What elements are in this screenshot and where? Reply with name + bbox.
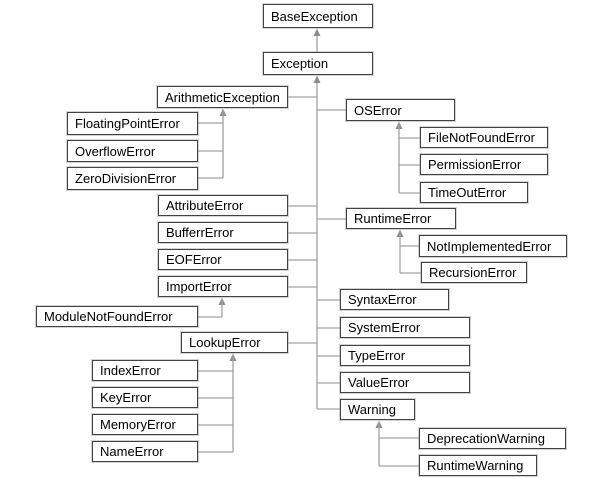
node-file-not-found-error: FileNotFoundError (420, 127, 548, 148)
node-arithmetic-exception: ArithmeticException (157, 86, 288, 108)
node-bufferr-error: BufferrError (158, 222, 288, 243)
node-type-error: TypeError (340, 345, 470, 366)
node-index-error: IndexError (92, 360, 198, 381)
node-import-error: ImportError (158, 276, 288, 297)
node-time-out-error: TimeOutError (420, 182, 528, 203)
node-lookup-error: LookupError (181, 332, 288, 353)
node-overflow-error: OverflowError (67, 140, 198, 162)
node-module-not-found-error: ModuleNotFoundError (36, 306, 198, 327)
node-deprecation-warning: DeprecationWarning (419, 428, 566, 449)
node-value-error: ValueError (340, 372, 470, 393)
node-runtime-warning: RuntimeWarning (419, 455, 537, 476)
node-system-error: SystemError (340, 317, 470, 338)
arrow-up-icon (313, 75, 321, 83)
node-memory-error: MemoryError (92, 414, 198, 435)
node-permission-error: PermissionError (420, 154, 548, 175)
node-not-implemented-error: NotImplementedError (419, 235, 567, 257)
node-eof-error: EOFError (158, 249, 288, 270)
node-os-error: OSError (346, 99, 455, 121)
node-floating-point-error: FloatingPointError (67, 112, 198, 135)
node-runtime-error: RuntimeError (346, 208, 456, 229)
node-attribute-error: AttributeError (158, 195, 288, 216)
node-zero-division-error: ZeroDivisionError (67, 167, 198, 190)
node-key-error: KeyError (92, 387, 198, 408)
arrow-up-icon (313, 28, 321, 36)
node-base-exception: BaseException (263, 4, 373, 28)
node-warning: Warning (340, 399, 415, 420)
node-name-error: NameError (92, 441, 198, 462)
node-exception: Exception (263, 52, 373, 75)
node-syntax-error: SyntaxError (340, 289, 449, 310)
node-recursion-error: RecursionError (421, 262, 527, 283)
